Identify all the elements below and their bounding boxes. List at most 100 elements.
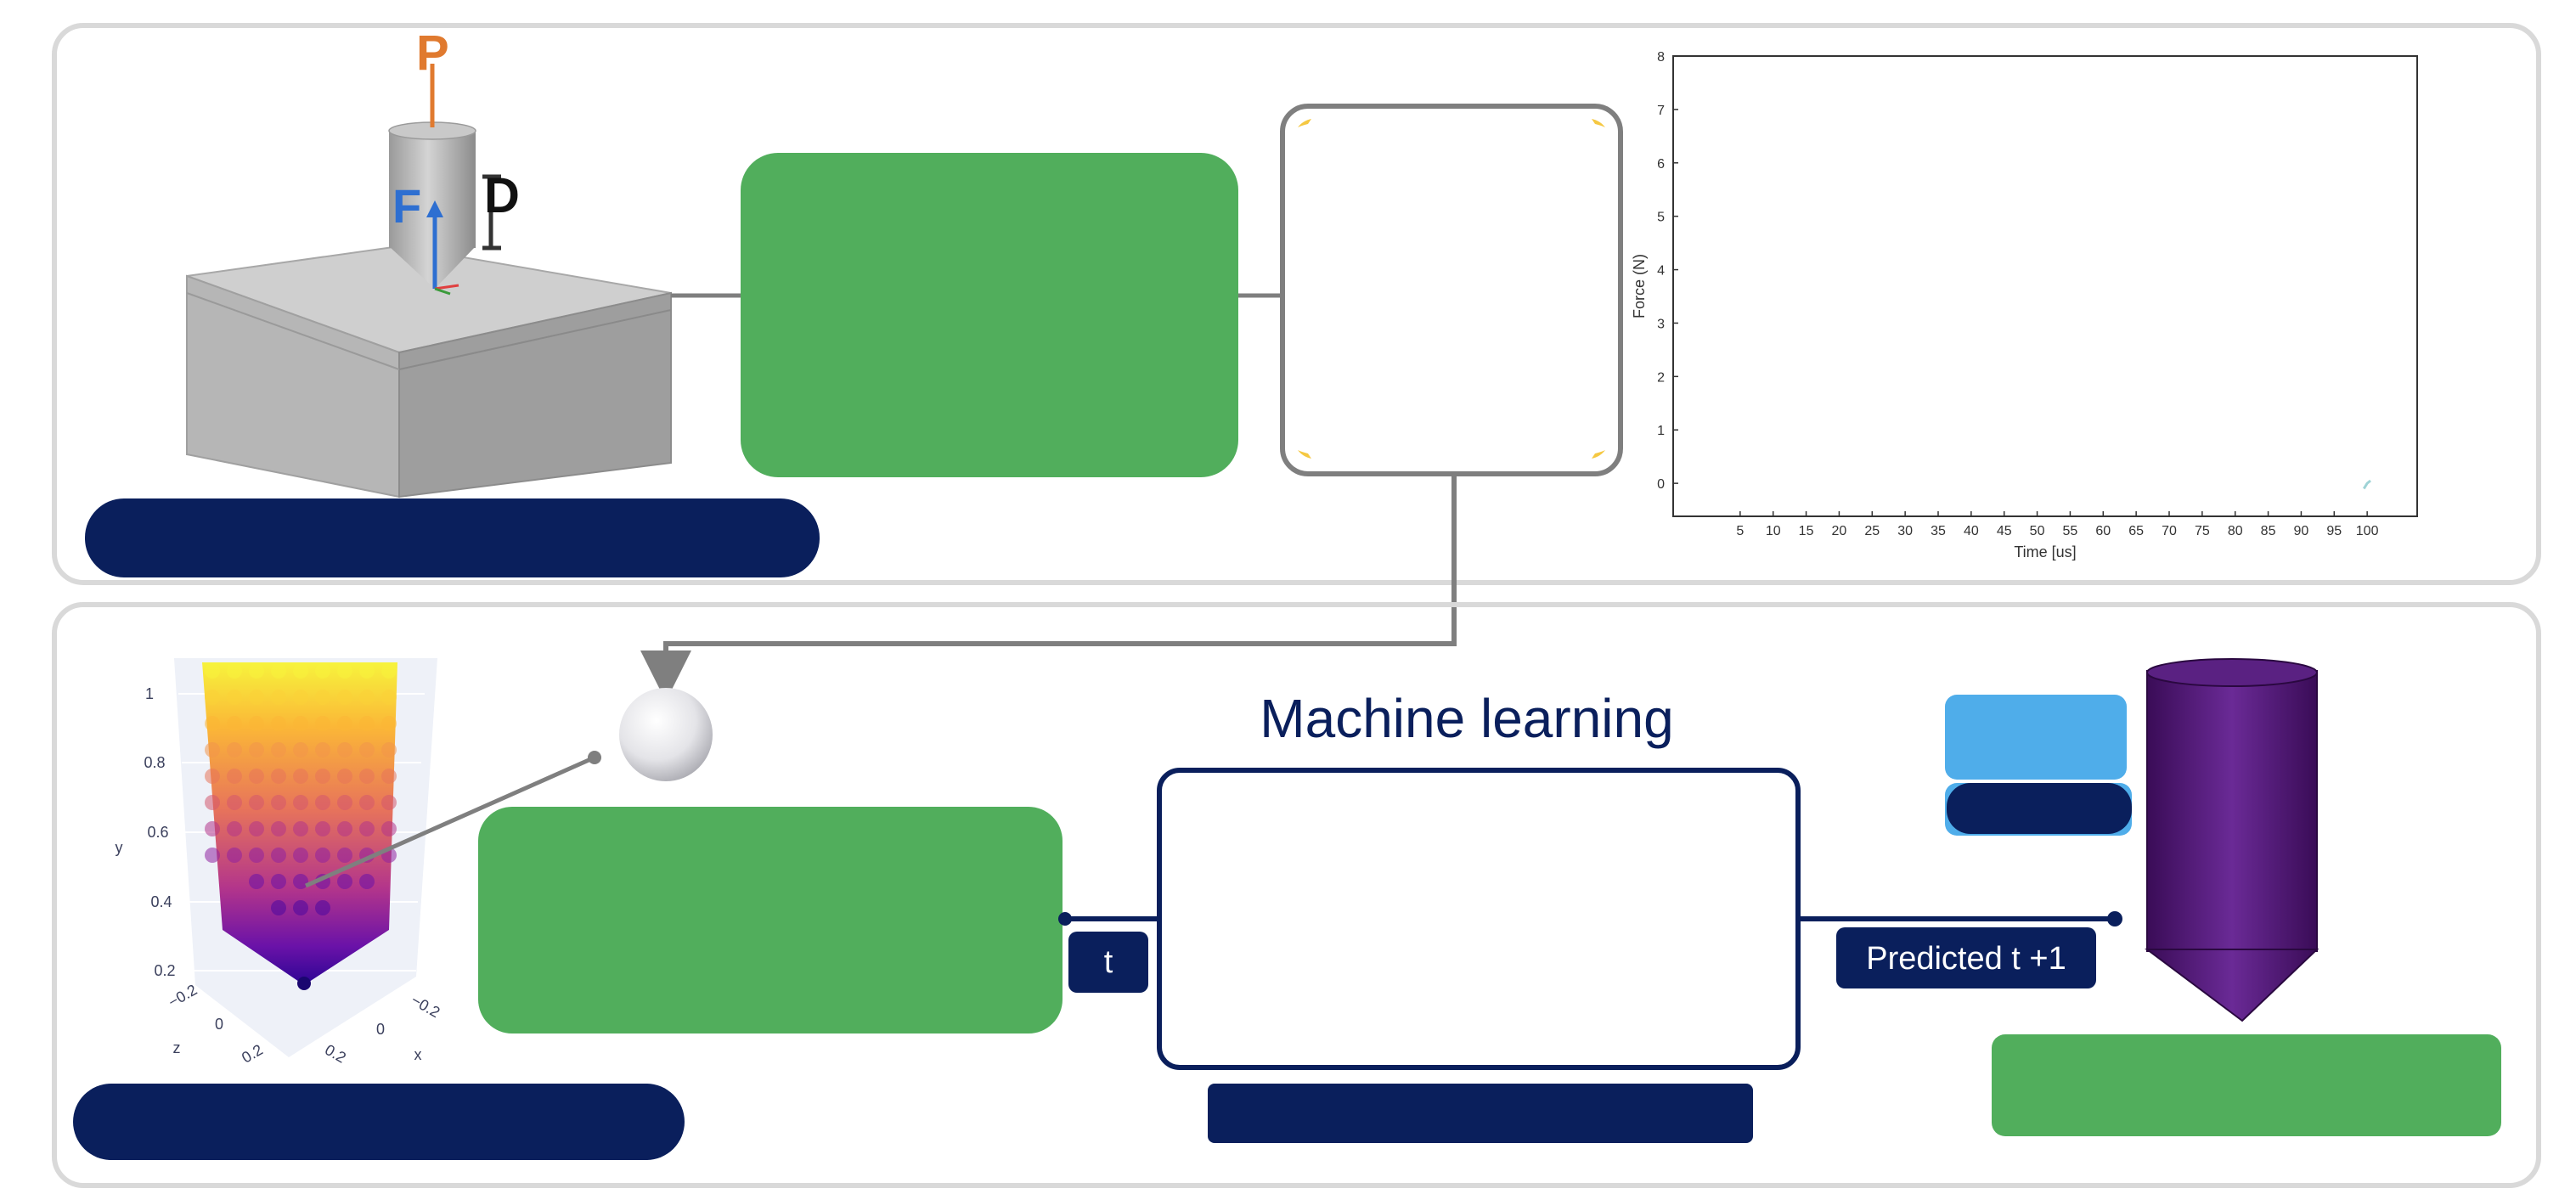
- scatter-particle-40: [293, 769, 308, 784]
- scatter-particle-9: [205, 690, 220, 705]
- frame-corner-marks: [1298, 119, 1605, 459]
- scatter-particle-16: [359, 690, 375, 705]
- scatter-particle-50: [315, 795, 330, 810]
- scatter-x-tick-2: 0: [376, 1021, 385, 1038]
- scatter-particle-59: [315, 821, 330, 836]
- scatter-x-axis-label: x: [414, 1046, 422, 1063]
- scatter-particle-76: [337, 874, 352, 889]
- d-label: D: [484, 168, 520, 223]
- scatter-particle-29: [249, 742, 264, 758]
- navy-box: [1947, 783, 2132, 834]
- scatter-particle-42: [337, 769, 352, 784]
- scatter-particle-79: [293, 900, 308, 915]
- chart-x-tick-label: 40: [1964, 524, 1979, 538]
- t-badge: [1068, 932, 1148, 993]
- chart-x-tick-label: 100: [2356, 524, 2379, 538]
- scatter-particle-5: [315, 663, 330, 679]
- scatter-particle-58: [293, 821, 308, 836]
- scatter-particle-56: [249, 821, 264, 836]
- scatter-particle-18: [205, 716, 220, 731]
- scatter-particle-0: [205, 663, 220, 679]
- bottom-panel: [52, 602, 2541, 1188]
- scatter-particle-12: [271, 690, 286, 705]
- chart-x-tick-label: 65: [2128, 524, 2144, 538]
- scatter-y-axis-label: y: [116, 839, 123, 856]
- chart-x-tick-label: 45: [1997, 524, 2012, 538]
- scatter-x-tick-1: −0.2: [409, 991, 443, 1021]
- scatter-particle-1: [227, 663, 242, 679]
- chart-x-tick-label: 30: [1897, 524, 1913, 538]
- scatter-particle-11: [249, 690, 264, 705]
- frame-box: [1280, 104, 1623, 476]
- scatter-x-tick-3: 0.2: [322, 1041, 349, 1067]
- top-panel: [52, 23, 2541, 585]
- scatter-z-axis-label: z: [173, 1039, 181, 1056]
- scatter-particle-33: [337, 742, 352, 758]
- chart-x-tick-label: 90: [2294, 524, 2309, 538]
- scatter-particle-67: [293, 848, 308, 863]
- chart-x-tick-label: 80: [2228, 524, 2243, 538]
- scatter-z-tick-1: −0.2: [166, 981, 200, 1011]
- scatter-y-tick-2: 0.8: [144, 754, 165, 771]
- scatter-particle-14: [315, 690, 330, 705]
- chart-x-tick-label: 20: [1832, 524, 1847, 538]
- scatter-particle-69: [337, 848, 352, 863]
- scatter-particle-7: [359, 663, 375, 679]
- scatter-particle-8: [381, 663, 397, 679]
- scatter-particle-73: [271, 874, 286, 889]
- scatter-y-tick-1: 1: [145, 685, 154, 702]
- chart-x-tick-label: 95: [2326, 524, 2342, 538]
- particle-pointer-dot: [588, 751, 601, 764]
- chart-x-tick-label: 85: [2261, 524, 2276, 538]
- chart-y-tick-label: 8: [1657, 50, 1665, 65]
- scatter-particle-72: [249, 874, 264, 889]
- ml-title: Machine learning: [1260, 688, 1673, 749]
- chart-frame: [1672, 55, 2418, 517]
- bottom-left-pill: [73, 1084, 685, 1160]
- connector-green-to-ml-dot: [1058, 912, 1072, 926]
- scatter-particle-25: [359, 716, 375, 731]
- scatter-z-tick-3: 0.2: [239, 1041, 266, 1067]
- connector-ml-to-prediction-dot: [2107, 911, 2122, 926]
- chart-y-tick-label: 0: [1657, 477, 1665, 492]
- scatter-particle-45: [205, 795, 220, 810]
- scatter-particle-63: [205, 848, 220, 863]
- scatter-particle-32: [315, 742, 330, 758]
- scatter-particle-43: [359, 769, 375, 784]
- scatter-y-tick-5: 0.2: [154, 962, 175, 979]
- scatter-y-tick-4: 0.4: [150, 893, 172, 910]
- predicted-badge: [1836, 927, 2096, 988]
- scatter-particle-78: [271, 900, 286, 915]
- particle-pointer-line: [304, 755, 596, 888]
- scatter-particle-55: [227, 821, 242, 836]
- chart-x-tick-label: 5: [1736, 524, 1744, 538]
- ml-footer-bar: [1208, 1084, 1753, 1143]
- chart-y-tick-label: 6: [1657, 157, 1665, 172]
- bottom-green-box: [478, 807, 1063, 1033]
- connector-frame-to-sphere: [640, 474, 1457, 701]
- scatter-particle-15: [337, 690, 352, 705]
- scatter-particle-51: [337, 795, 352, 810]
- scatter-particle-37: [227, 769, 242, 784]
- scatter-particle-80: [315, 900, 330, 915]
- scatter-particle-52: [359, 795, 375, 810]
- top-left-pill: [85, 498, 820, 577]
- chart-x-tick-label: 50: [2030, 524, 2045, 538]
- chart-x-tick-label: 15: [1799, 524, 1814, 538]
- scatter-particle-54: [205, 821, 220, 836]
- scatter-particle-27: [205, 742, 220, 758]
- t-badge-label: t: [1104, 944, 1113, 980]
- scatter-particle-20: [249, 716, 264, 731]
- chart-y-tick-label: 1: [1657, 424, 1665, 438]
- scatter-particle-48: [271, 795, 286, 810]
- scatter-particle-6: [337, 663, 352, 679]
- scatter-particle-41: [315, 769, 330, 784]
- scatter-particle-47: [249, 795, 264, 810]
- scatter-particle-62: [381, 821, 397, 836]
- scatter-particle-39: [271, 769, 286, 784]
- f-label: F: [392, 179, 421, 233]
- chart-x-tick-label: 55: [2063, 524, 2078, 538]
- chart-x-tick-label: 10: [1766, 524, 1781, 538]
